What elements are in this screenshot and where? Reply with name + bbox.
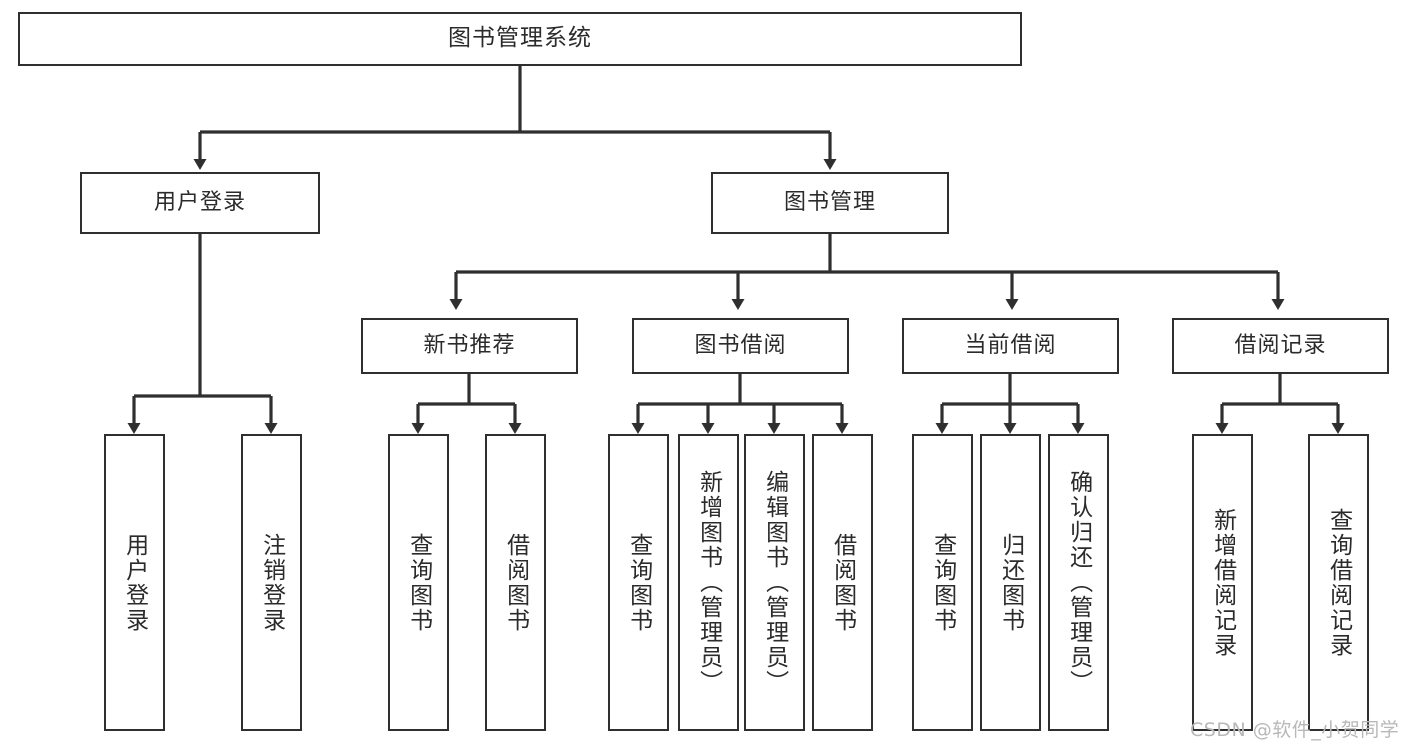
node-label: 借阅图书 bbox=[502, 532, 529, 633]
node-leaf-query-book-1[interactable]: 查询图书 bbox=[388, 434, 449, 731]
node-new-book-recommend[interactable]: 新书推荐 bbox=[361, 318, 578, 374]
node-label: 注销登录 bbox=[258, 532, 285, 633]
node-borrow-record[interactable]: 借阅记录 bbox=[1172, 318, 1389, 374]
node-label: 确认归还（管理员） bbox=[1065, 470, 1092, 695]
node-label: 当前借阅 bbox=[964, 332, 1057, 358]
node-label: 图书管理 bbox=[783, 189, 876, 215]
node-leaf-edit-book[interactable]: 编辑图书（管理员） bbox=[744, 434, 805, 731]
node-book-management[interactable]: 图书管理 bbox=[711, 172, 949, 234]
node-label: 查询借阅记录 bbox=[1325, 507, 1352, 658]
node-leaf-borrow-book-1[interactable]: 借阅图书 bbox=[485, 434, 546, 731]
node-leaf-borrow-book-2[interactable]: 借阅图书 bbox=[812, 434, 873, 731]
node-label: 借阅图书 bbox=[829, 532, 856, 633]
node-label: 新书推荐 bbox=[423, 332, 516, 358]
node-leaf-add-borrow-record[interactable]: 新增借阅记录 bbox=[1192, 434, 1253, 731]
node-label: 图书管理系统 bbox=[448, 25, 592, 52]
node-leaf-return-book[interactable]: 归还图书 bbox=[980, 434, 1041, 731]
node-label: 新增图书（管理员） bbox=[695, 470, 722, 695]
node-leaf-logout-login[interactable]: 注销登录 bbox=[241, 434, 302, 731]
node-leaf-add-book[interactable]: 新增图书（管理员） bbox=[678, 434, 739, 731]
node-user-login[interactable]: 用户登录 bbox=[80, 172, 320, 234]
node-leaf-user-login[interactable]: 用户登录 bbox=[104, 434, 165, 731]
node-label: 用户登录 bbox=[153, 189, 246, 215]
node-label: 借阅记录 bbox=[1234, 332, 1327, 358]
node-label: 查询图书 bbox=[625, 532, 652, 633]
node-book-borrow[interactable]: 图书借阅 bbox=[632, 318, 849, 374]
node-leaf-query-book-3[interactable]: 查询图书 bbox=[912, 434, 973, 731]
node-label: 新增借阅记录 bbox=[1209, 507, 1236, 658]
node-leaf-confirm-return[interactable]: 确认归还（管理员） bbox=[1048, 434, 1109, 731]
node-label: 图书借阅 bbox=[694, 332, 787, 358]
node-label: 查询图书 bbox=[929, 532, 956, 633]
node-current-borrow[interactable]: 当前借阅 bbox=[902, 318, 1119, 374]
node-label: 归还图书 bbox=[997, 532, 1024, 633]
node-leaf-query-book-2[interactable]: 查询图书 bbox=[608, 434, 669, 731]
node-label: 编辑图书（管理员） bbox=[761, 470, 788, 695]
node-root-system[interactable]: 图书管理系统 bbox=[18, 12, 1022, 66]
node-label: 用户登录 bbox=[121, 532, 148, 633]
node-label: 查询图书 bbox=[405, 532, 432, 633]
node-leaf-query-borrow-record[interactable]: 查询借阅记录 bbox=[1308, 434, 1369, 731]
